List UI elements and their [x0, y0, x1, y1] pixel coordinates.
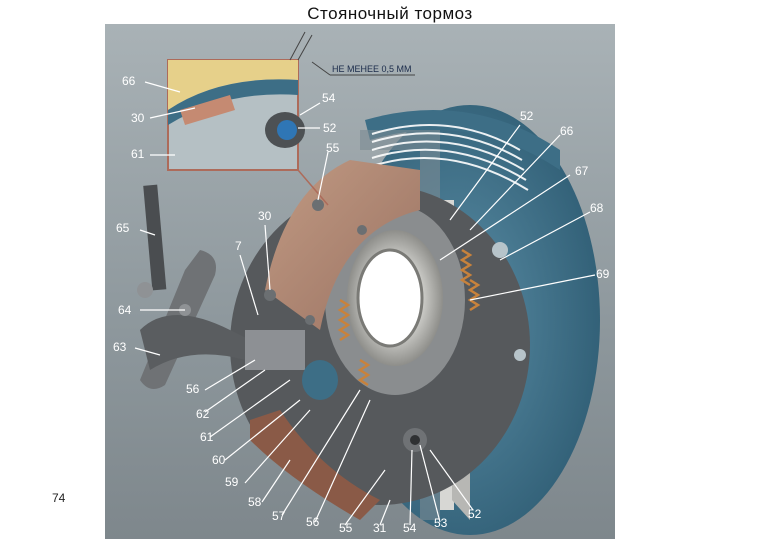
page-title: Стояночный тормоз — [307, 4, 473, 23]
callout-53: 53 — [434, 516, 448, 530]
callout-54-top: 54 — [322, 91, 336, 105]
callout-54-bottom: 54 — [403, 521, 417, 535]
callout-60: 60 — [212, 453, 226, 467]
callout-52-bottom: 52 — [468, 507, 482, 521]
page-number: 74 — [52, 491, 66, 505]
callout-63: 63 — [113, 340, 127, 354]
springs — [337, 248, 481, 387]
callout-67: 67 — [575, 164, 589, 178]
callout-61-left: 61 — [200, 430, 214, 444]
callout-labels: 66 30 61 54 52 55 52 66 67 68 69 65 30 7… — [113, 74, 610, 535]
callout-52-inset: 52 — [323, 121, 337, 135]
callout-61-inset: 61 — [131, 147, 145, 161]
callout-55-bottom: 55 — [339, 521, 353, 535]
lever-assembly — [137, 184, 526, 452]
brake-shoe-pad — [264, 160, 420, 330]
callout-30-inset: 30 — [131, 111, 145, 125]
callout-69: 69 — [596, 267, 610, 281]
callout-30-mid: 30 — [258, 209, 272, 223]
callout-56-bottom: 56 — [306, 515, 320, 529]
leader-lines — [134, 81, 596, 526]
callout-7: 7 — [235, 239, 242, 253]
callout-55-top: 55 — [326, 141, 340, 155]
callout-66-right: 66 — [560, 124, 574, 138]
callout-64: 64 — [118, 303, 132, 317]
lower-brake-pad — [250, 410, 380, 520]
callout-59: 59 — [225, 475, 239, 489]
detail-inset — [167, 31, 415, 206]
callout-66-inset: 66 — [122, 74, 136, 88]
callout-65: 65 — [116, 221, 130, 235]
inset-note: НЕ МЕНЕЕ 0,5 ММ — [332, 64, 412, 74]
callout-31: 31 — [373, 521, 387, 535]
callout-68: 68 — [590, 201, 604, 215]
callout-56-left: 56 — [186, 382, 200, 396]
callout-62: 62 — [196, 407, 210, 421]
callout-52-top: 52 — [520, 109, 534, 123]
hub — [347, 230, 443, 366]
callout-57: 57 — [272, 509, 286, 523]
callout-58: 58 — [248, 495, 262, 509]
